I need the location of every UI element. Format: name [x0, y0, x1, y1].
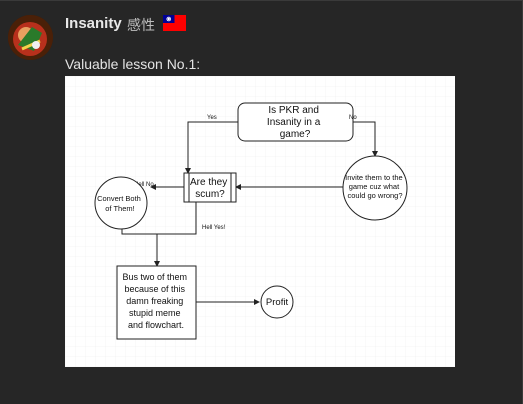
username[interactable]: Insanity — [65, 15, 122, 32]
bus-line-2: because of this — [124, 284, 185, 294]
invite-line-2: game cuz what — [349, 182, 400, 191]
convert-line-2: of Them! — [105, 204, 134, 213]
bus-line-5: and flowchart. — [128, 320, 184, 330]
svg-text:Bus two of them becaus: Bus two of them because of this damn fre… — [122, 272, 189, 330]
svg-text:Are they scum?: Are they scum? — [190, 177, 230, 200]
user-tag: 感性 — [127, 17, 155, 33]
avatar[interactable] — [8, 15, 53, 60]
yes-label: Yes — [207, 115, 217, 121]
profit-node — [260, 285, 294, 319]
invite-line-1: Invite them to the — [345, 173, 403, 182]
start-line-1: Is PKR and — [268, 105, 319, 116]
hell-yes-label: Hell Yes! — [202, 225, 226, 231]
yes-connector — [185, 121, 238, 174]
profit-label: Profit — [266, 297, 289, 308]
post-message: Valuable lesson No.1: — [65, 56, 201, 72]
bus-line-4: stupid meme — [129, 308, 181, 318]
taiwan-flag-icon — [163, 15, 186, 31]
avatar-icon — [8, 15, 53, 60]
bus-line-1: Bus two of them — [122, 272, 187, 282]
start-line-3: game? — [280, 129, 311, 140]
scum-line-1: Are they — [190, 177, 227, 188]
convert-line-1: Convert Both — [97, 194, 141, 203]
invite-node — [342, 155, 408, 221]
no-connector — [353, 121, 378, 157]
start-node — [237, 102, 354, 142]
convert-node — [94, 176, 148, 230]
flowchart: Is PKR and Insanity in a game? Yes No In… — [65, 76, 455, 367]
invite-line-3: could go wrong? — [347, 191, 402, 200]
flowchart-image[interactable]: Is PKR and Insanity in a game? Yes No In… — [65, 76, 455, 367]
bus-line-3: damn freaking — [126, 296, 183, 306]
svg-text:Is PKR and Insanity in: Is PKR and Insanity in a game? — [267, 105, 323, 140]
hell-no-label: Hell No — [134, 182, 154, 188]
bus-node — [116, 265, 197, 340]
hell-yes-connector — [157, 202, 197, 235]
scum-line-2: scum? — [195, 189, 225, 200]
no-label: No — [349, 115, 357, 121]
svg-text:Convert Both of Them!: Convert Both of Them! — [97, 194, 143, 213]
scum-node — [183, 172, 237, 203]
svg-text:Invite them to the gam: Invite them to the game cuz what could g… — [345, 173, 405, 200]
start-line-2: Insanity in a — [267, 117, 321, 128]
